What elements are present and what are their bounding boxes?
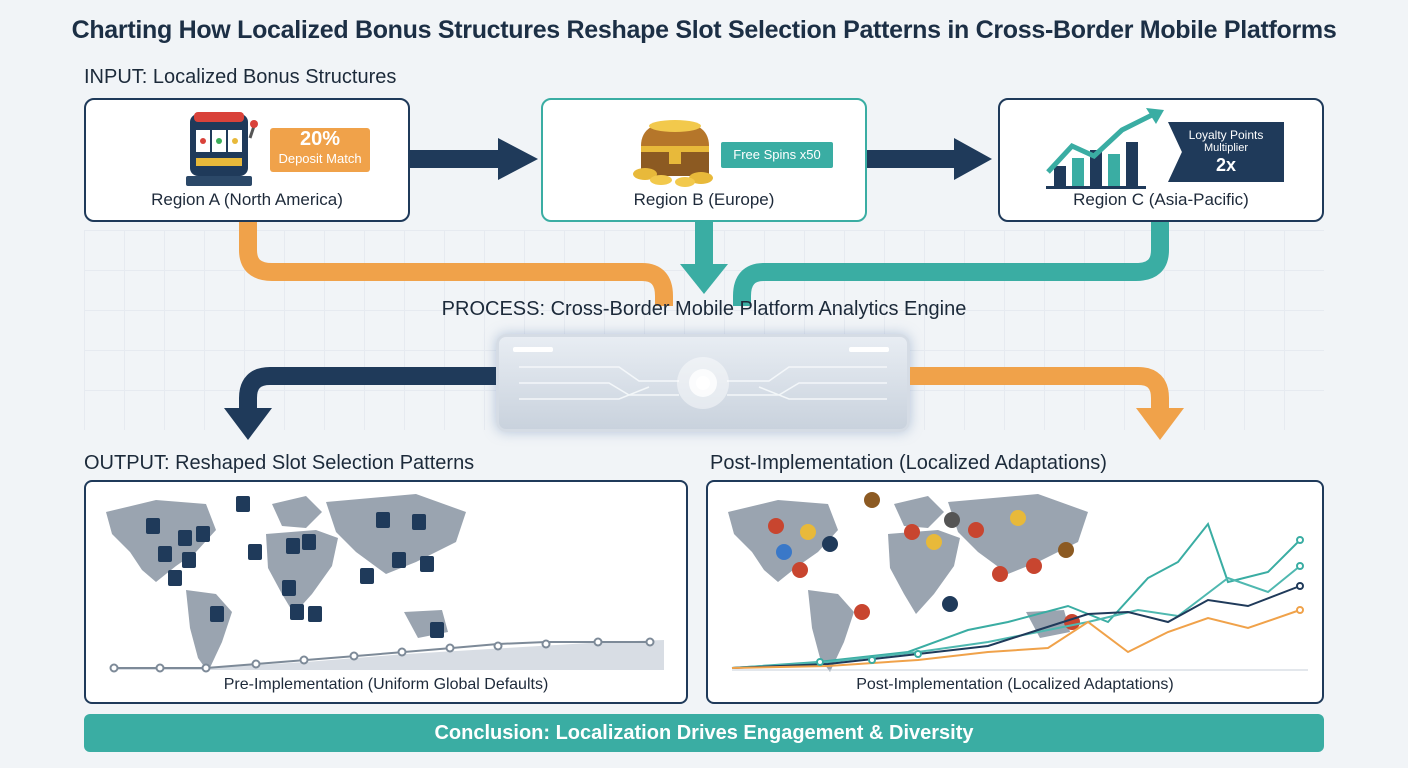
post-heading: Post-Implementation (Localized Adaptatio… (710, 452, 1107, 474)
pre-implementation-panel: Pre-Implementation (Uniform Global Defau… (84, 480, 688, 704)
deposit-match-badge: 20% Deposit Match (270, 128, 370, 172)
page-title: Charting How Localized Bonus Structures … (71, 16, 1337, 44)
post-implementation-panel: Post-Implementation (Localized Adaptatio… (706, 480, 1324, 704)
badge-value: 2x (1215, 155, 1237, 175)
region-b-caption: Region B (Europe) (633, 190, 775, 209)
badge-label: Loyalty Points (1188, 128, 1264, 142)
world-map-pre (106, 494, 664, 673)
region-b-card: Free Spins x50 Region B (Europe) (541, 98, 867, 222)
analytics-engine (496, 334, 910, 432)
world-map-post (728, 492, 1308, 672)
badge-value: 20% (299, 128, 341, 150)
post-caption: Post-Implementation (Localized Adaptatio… (856, 676, 1174, 693)
arrow-a-to-b (410, 138, 538, 180)
free-spins-badge: Free Spins x50 (721, 142, 833, 168)
localized-slot-markers (768, 492, 1080, 630)
arrow-b-to-c (866, 138, 992, 180)
region-c-card: Loyalty Points Multiplier 2x Region C (A… (998, 98, 1324, 222)
output-heading: OUTPUT: Reshaped Slot Selection Patterns (84, 452, 475, 474)
trend-line-orange (731, 609, 1301, 669)
loyalty-multiplier-badge: Loyalty Points Multiplier 2x (1168, 122, 1284, 182)
treasure-chest-icon (633, 120, 713, 187)
slot-markers (146, 496, 444, 638)
region-c-caption: Region C (Asia-Pacific) (1073, 190, 1249, 209)
badge-label: Deposit Match (278, 151, 362, 166)
input-heading: INPUT: Localized Bonus Structures (84, 66, 397, 88)
region-a-caption: Region A (North America) (151, 190, 343, 209)
circuit-board-icon (513, 347, 889, 409)
trend-line-teal (731, 521, 1301, 669)
region-a-card: 20% Deposit Match Region A (North Americ… (84, 98, 410, 222)
badge-sublabel: Multiplier (1203, 142, 1248, 154)
pre-caption: Pre-Implementation (Uniform Global Defau… (223, 676, 549, 693)
trend-line-navy (731, 585, 1301, 669)
slot-machine-icon (186, 112, 258, 186)
conclusion-banner: Conclusion: Localization Drives Engageme… (84, 714, 1324, 752)
growth-chart-icon (1046, 108, 1164, 189)
process-heading: PROCESS: Cross-Border Mobile Platform An… (441, 298, 967, 320)
